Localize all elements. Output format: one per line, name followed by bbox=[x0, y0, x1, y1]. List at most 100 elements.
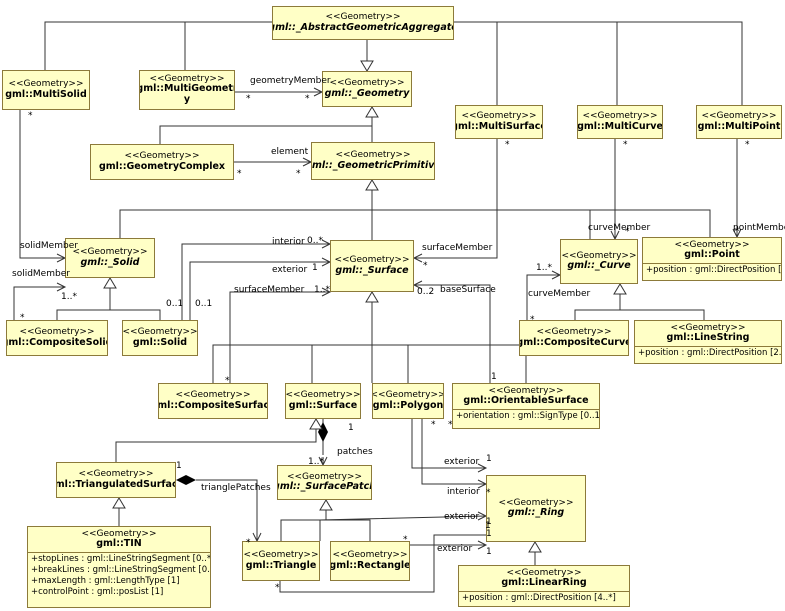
class-geometry[interactable]: <<Geometry>>gml::_Geometry bbox=[322, 71, 412, 107]
class-name: gml::MultiSurface bbox=[455, 120, 543, 132]
class-name: gml::TriangulatedSurface bbox=[56, 478, 175, 490]
class-stereotype: <<Geometry>> bbox=[149, 73, 225, 84]
connector-line bbox=[13, 286, 65, 320]
class-linearRing[interactable]: <<Geometry>>gml::LinearRing+position : g… bbox=[458, 565, 630, 607]
class-attribute: +stopLines : gml::LineStringSegment [0..… bbox=[31, 554, 211, 565]
class-surface_abs[interactable]: <<Geometry>>gml::_Surface bbox=[330, 240, 414, 292]
multiplicity-label: 1 bbox=[486, 454, 492, 464]
class-multiSolid[interactable]: <<Geometry>>gml::MultiSolid bbox=[2, 70, 90, 110]
class-surfacePatch[interactable]: <<Geometry>>gml::_SurfacePatch bbox=[277, 465, 372, 500]
connector-line bbox=[189, 261, 330, 320]
connector-line bbox=[280, 519, 371, 541]
class-ring[interactable]: <<Geometry>>gml::_Ring bbox=[486, 475, 586, 542]
multiplicity-label: 1 bbox=[486, 547, 492, 557]
association-arrowhead bbox=[412, 253, 423, 263]
class-compositeSurface[interactable]: <<Geometry>>gml::CompositeSurface bbox=[158, 383, 268, 419]
connector-line bbox=[454, 21, 743, 105]
multiplicity-label: 1 bbox=[486, 529, 492, 539]
class-attribute: +position : gml::DirectPosition [4..*] bbox=[462, 593, 616, 604]
class-name: gml::Triangle bbox=[245, 559, 317, 571]
class-name: gml::Rectangle bbox=[330, 559, 410, 571]
multiplicity-label: 1..* bbox=[314, 285, 330, 295]
class-stereotype: <<Geometry>> bbox=[506, 568, 582, 578]
generalization-arrowhead bbox=[365, 179, 379, 191]
class-multiPoint[interactable]: <<Geometry>>gml::MultiPoint bbox=[696, 105, 782, 139]
multiplicity-label: 1..* bbox=[536, 263, 552, 273]
class-header: <<Geometry>>gml::TriangulatedSurface bbox=[57, 463, 175, 497]
class-name: gml::_Ring bbox=[507, 507, 565, 519]
class-header: <<Geometry>>gml::CompositeSurface bbox=[159, 384, 267, 418]
class-header: <<Geometry>>gml::Surface bbox=[286, 384, 360, 418]
class-name: gml::MultiGeometr y bbox=[139, 83, 235, 106]
connector-line bbox=[229, 291, 330, 383]
generalization-arrowhead bbox=[103, 277, 117, 289]
class-name: gml::OrientableSurface bbox=[463, 395, 589, 407]
class-name: gml::GeometryComplex bbox=[98, 160, 226, 172]
class-polygon[interactable]: <<Geometry>>gml::Polygon bbox=[372, 383, 444, 419]
class-multiCurve[interactable]: <<Geometry>>gml::MultiCurve bbox=[577, 105, 663, 139]
class-compositeCurve[interactable]: <<Geometry>>gml::CompositeCurve bbox=[519, 320, 629, 356]
class-multiSurface[interactable]: <<Geometry>>gml::MultiSurface bbox=[455, 105, 543, 139]
class-header: <<Geometry>>gml::MultiSurface bbox=[456, 106, 542, 138]
class-curve_abs[interactable]: <<Geometry>>gml::_Curve bbox=[560, 239, 638, 284]
generalization-arrowhead bbox=[309, 418, 323, 430]
connector-line bbox=[279, 544, 486, 593]
class-name: gml::Solid bbox=[132, 336, 188, 348]
generalization-arrowhead bbox=[319, 499, 333, 511]
class-tin[interactable]: <<Geometry>>gml::TIN+stopLines : gml::Li… bbox=[27, 526, 211, 608]
class-stereotype: <<Geometry>> bbox=[561, 250, 637, 261]
class-solid_abs[interactable]: <<Geometry>>gml::_Solid bbox=[65, 238, 155, 278]
class-attributes: +position : gml::DirectPosition [4..*] bbox=[459, 591, 629, 605]
role-label-baseSurface: baseSurface bbox=[440, 285, 496, 295]
connector-line bbox=[414, 139, 498, 259]
class-compositeSolid[interactable]: <<Geometry>>gml::CompositeSolid bbox=[6, 320, 108, 356]
multiplicity-label: * bbox=[20, 313, 25, 323]
class-geometricPrimitive[interactable]: <<Geometry>>gml::_GeometricPrimitive bbox=[311, 142, 435, 180]
class-attributes: +orientation : gml::SignType [0..1] bbox=[453, 409, 599, 423]
class-surface[interactable]: <<Geometry>>gml::Surface bbox=[285, 383, 361, 419]
multiplicity-label: 0..* bbox=[307, 236, 323, 246]
connector-line bbox=[119, 209, 711, 238]
class-lineString[interactable]: <<Geometry>>gml::LineString+position : g… bbox=[634, 320, 782, 364]
role-label-interior1: interior bbox=[272, 237, 305, 247]
multiplicity-label: 1 bbox=[491, 372, 497, 382]
class-attributes: +position : gml::DirectPosition [2..*] bbox=[635, 346, 781, 360]
class-name: gml::_Solid bbox=[80, 256, 140, 268]
class-stereotype: <<Geometry>> bbox=[8, 79, 84, 90]
class-name: gml::LinearRing bbox=[501, 577, 587, 589]
class-geometryComplex[interactable]: <<Geometry>>gml::GeometryComplex bbox=[90, 144, 234, 180]
class-header: <<Geometry>>gml::_Solid bbox=[66, 239, 154, 277]
multiplicity-label: 1 bbox=[486, 517, 492, 527]
class-attribute: +maxLength : gml::LengthType [1] bbox=[31, 576, 180, 587]
multiplicity-label: * bbox=[403, 535, 408, 545]
class-header: <<Geometry>>gml::_Ring bbox=[487, 476, 585, 541]
class-name: gml::_Surface bbox=[335, 264, 409, 276]
class-stereotype: <<Geometry>> bbox=[122, 327, 198, 338]
class-triangulatedSurface[interactable]: <<Geometry>>gml::TriangulatedSurface bbox=[56, 462, 176, 498]
role-label-exterior2: exterior bbox=[444, 457, 480, 467]
connector-line bbox=[574, 309, 705, 320]
class-attributes: +position : gml::DirectPosition [1] bbox=[643, 263, 781, 277]
multiplicity-label: * bbox=[305, 94, 310, 104]
role-label-curveMember: curveMember bbox=[588, 223, 651, 233]
role-label-geometryMember: geometryMember bbox=[250, 76, 331, 86]
class-triangle[interactable]: <<Geometry>>gml::Triangle bbox=[242, 541, 320, 581]
connector-line bbox=[56, 309, 161, 320]
class-point[interactable]: <<Geometry>>gml::Point+position : gml::D… bbox=[642, 237, 782, 281]
class-stereotype: <<Geometry>> bbox=[335, 150, 411, 161]
connector-line bbox=[196, 479, 258, 541]
multiplicity-label: * bbox=[448, 420, 453, 430]
class-solid[interactable]: <<Geometry>>gml::Solid bbox=[122, 320, 198, 356]
composition-diamond bbox=[176, 475, 196, 485]
class-multiGeometry[interactable]: <<Geometry>>gml::MultiGeometr y bbox=[139, 70, 235, 110]
role-label-interior2: interior bbox=[447, 487, 480, 497]
class-abstractGeometricAggregate[interactable]: <<Geometry>>gml::_AbstractGeometricAggre… bbox=[272, 6, 454, 40]
class-rectangle[interactable]: <<Geometry>>gml::Rectangle bbox=[330, 541, 410, 581]
class-header: <<Geometry>>gml::GeometryComplex bbox=[91, 145, 233, 179]
multiplicity-label: * bbox=[735, 227, 740, 237]
class-attribute: +controlPoint : gml::posList [1] bbox=[31, 587, 164, 598]
generalization-arrowhead bbox=[613, 283, 627, 295]
association-arrowhead bbox=[412, 280, 423, 290]
class-orientableSurface[interactable]: <<Geometry>>gml::OrientableSurface+orien… bbox=[452, 383, 600, 429]
multiplicity-label: 0..1 bbox=[195, 299, 213, 309]
